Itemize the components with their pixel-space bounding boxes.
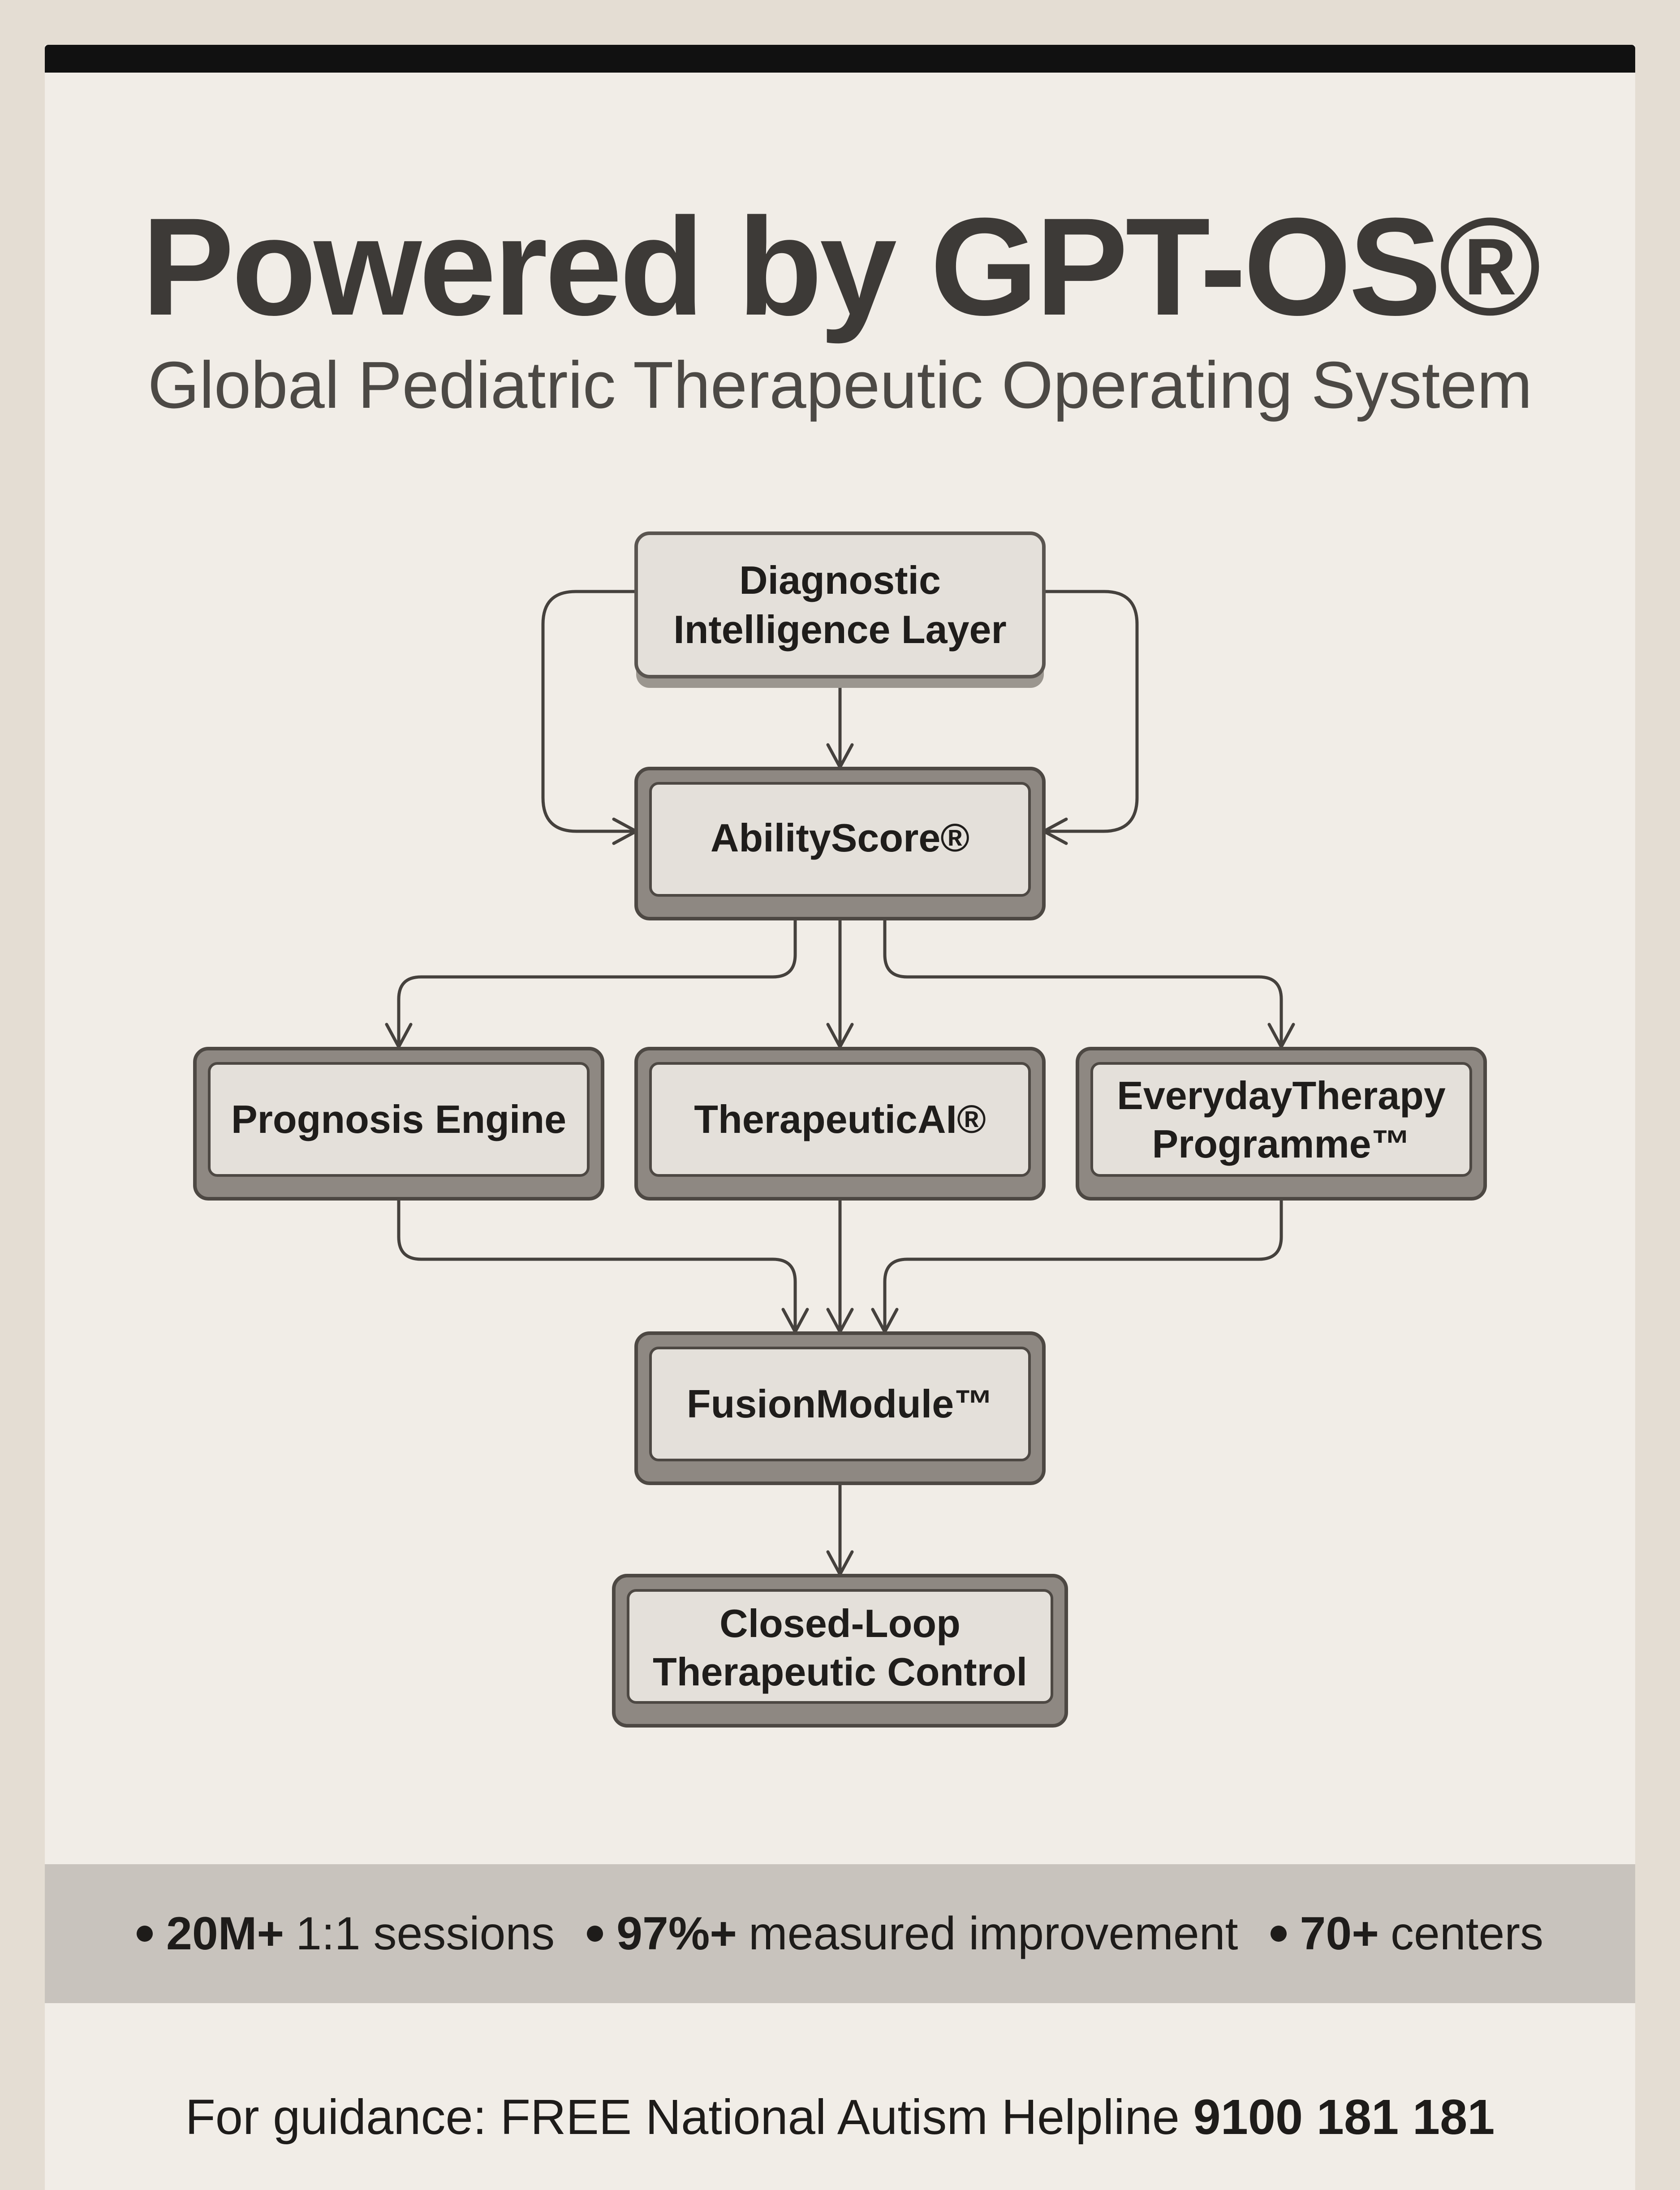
node-closed-loop-line2: Therapeutic Control: [653, 1650, 1027, 1694]
helpline-number: 9100 181 181: [1193, 2090, 1495, 2145]
architecture-diagram: Diagnostic Intelligence Layer AbilitySco…: [193, 531, 1487, 1728]
stats-band: 20M+ 1:1 sessions 97%+ measured improvem…: [45, 1864, 1635, 2003]
stat-centers-value: 70+: [1300, 1907, 1379, 1960]
node-diagnostic-line2: Intelligence Layer: [673, 607, 1006, 652]
node-therapeutic-ai: TherapeuticAI®: [634, 1047, 1046, 1201]
page-subtitle: Global Pediatric Therapeutic Operating S…: [147, 348, 1533, 422]
node-diagnostic-intelligence-layer: Diagnostic Intelligence Layer: [634, 531, 1046, 688]
stat-improvement-label: measured improvement: [749, 1907, 1238, 1960]
top-bar: [45, 45, 1635, 73]
stat-sessions: 20M+ 1:1 sessions: [137, 1907, 555, 1961]
node-diagnostic-line1: Diagnostic: [739, 558, 941, 602]
helpline-text: For guidance: FREE National Autism Helpl…: [185, 2090, 1180, 2145]
stat-improvement: 97%+ measured improvement: [587, 1907, 1238, 1961]
node-everyday-line1: EverydayTherapy: [1117, 1073, 1446, 1118]
stat-centers: 70+ centers: [1270, 1907, 1543, 1961]
node-ability-score: AbilityScore®: [634, 767, 1046, 920]
arrow-ability-to-everyday: [883, 917, 1295, 1049]
bullet-icon: [587, 1926, 603, 1942]
node-closed-loop-line1: Closed-Loop: [719, 1601, 961, 1646]
node-prognosis-label: Prognosis Engine: [231, 1097, 566, 1141]
node-fusion-module: FusionModule™: [634, 1331, 1046, 1485]
page-title: Powered by GPT-OS®: [142, 189, 1541, 344]
stat-centers-label: centers: [1390, 1907, 1543, 1960]
node-fusion-label: FusionModule™: [687, 1382, 993, 1426]
stats-row: 20M+ 1:1 sessions 97%+ measured improvem…: [45, 1864, 1635, 2003]
arrow-ability-to-prognosis: [385, 917, 797, 1049]
node-everyday-therapy-programme: EverydayTherapy Programme™: [1076, 1047, 1487, 1201]
arrow-everyday-to-fusion: [871, 1195, 1283, 1334]
bullet-icon: [137, 1926, 153, 1942]
node-closed-loop-therapeutic-control: Closed-Loop Therapeutic Control: [612, 1574, 1068, 1728]
stat-sessions-label: 1:1 sessions: [296, 1907, 555, 1960]
arrow-diagnostic-right-loop: [1042, 590, 1139, 845]
arrow-diagnostic-left-loop: [541, 590, 638, 845]
connectors: [385, 590, 1295, 1576]
node-prognosis-engine: Prognosis Engine: [193, 1047, 604, 1201]
stat-sessions-value: 20M+: [166, 1907, 284, 1960]
node-everyday-line2: Programme™: [1152, 1122, 1410, 1166]
bullet-icon: [1270, 1926, 1287, 1942]
node-ability-label: AbilityScore®: [711, 816, 969, 860]
node-therapeutic-ai-label: TherapeuticAI®: [694, 1097, 986, 1141]
arrow-prognosis-to-fusion: [397, 1195, 809, 1334]
helpline: For guidance: FREE National Autism Helpl…: [45, 2088, 1635, 2147]
poster-card: Powered by GPT-OS® Global Pediatric Ther…: [45, 45, 1635, 2190]
stat-improvement-value: 97%+: [616, 1907, 737, 1960]
